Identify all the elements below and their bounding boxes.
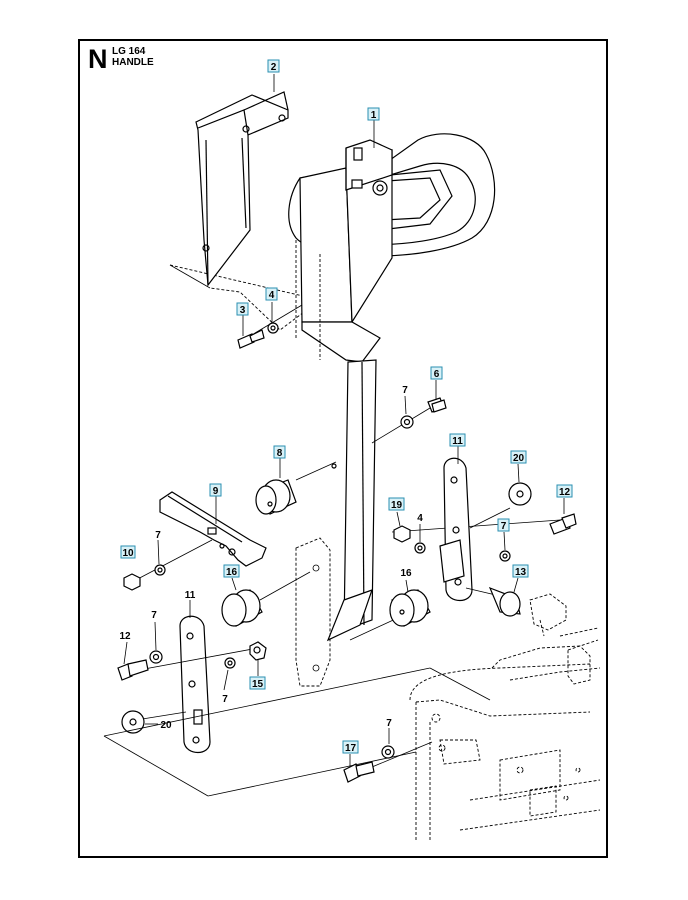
svg-text:16: 16 [226, 567, 238, 578]
callout-6: 6 [430, 366, 443, 380]
callout-2: 2 [267, 59, 280, 73]
callout-13: 13 [512, 564, 529, 578]
tractor-frame [409, 593, 601, 840]
svg-text:20: 20 [513, 453, 525, 464]
svg-text:12: 12 [119, 631, 131, 642]
svg-text:11: 11 [185, 590, 196, 601]
svg-text:7: 7 [222, 694, 228, 705]
svg-text:19: 19 [391, 500, 403, 511]
svg-text:10: 10 [122, 548, 134, 559]
callout-19: 19 [388, 497, 405, 511]
callout-7-d: 7 [151, 610, 157, 621]
callout-labels: 1 2 3 4 6 7 8 9 7 10 16 11 20 12 19 4 7 … [119, 59, 573, 754]
svg-text:4: 4 [417, 513, 423, 524]
svg-text:4: 4 [269, 290, 275, 301]
callout-7-e: 7 [222, 694, 228, 705]
lower-mount-plate [295, 537, 331, 687]
svg-text:16: 16 [400, 568, 412, 579]
drawing-frame [78, 39, 608, 858]
callout-12-b: 12 [119, 631, 131, 642]
svg-text:20: 20 [160, 720, 172, 731]
svg-text:15: 15 [252, 679, 264, 690]
part-1-handle [288, 133, 496, 642]
svg-text:3: 3 [240, 305, 246, 316]
callout-17: 17 [342, 740, 359, 754]
callout-7-f: 7 [386, 718, 392, 729]
part-8-bushing [255, 461, 337, 515]
model-label: LG 164 [112, 46, 146, 57]
callout-7-b: 7 [155, 530, 161, 541]
callout-leaders [123, 74, 565, 766]
part-9-lever [159, 491, 267, 567]
callout-12-a: 12 [556, 484, 573, 498]
part-11-plate-right [391, 457, 577, 617]
svg-text:13: 13 [515, 567, 527, 578]
callout-8: 8 [273, 445, 286, 459]
callout-15: 15 [249, 676, 266, 690]
svg-text:9: 9 [213, 486, 219, 497]
ground-plane [103, 667, 491, 797]
callout-9: 9 [209, 483, 222, 497]
svg-text:7: 7 [402, 385, 408, 396]
svg-text:7: 7 [501, 521, 507, 532]
part-6-7-bolt-washer [371, 397, 447, 444]
part-17-7-bolt-washer [343, 741, 433, 783]
assembly-name: HANDLE [112, 57, 154, 68]
svg-text:6: 6 [434, 369, 440, 380]
callout-1: 1 [367, 107, 380, 121]
section-letter: N [88, 44, 108, 74]
callout-7-c: 7 [497, 518, 510, 532]
callout-4-b: 4 [417, 513, 423, 524]
callout-10: 10 [120, 545, 136, 559]
svg-text:7: 7 [155, 530, 161, 541]
callout-11-a: 11 [449, 433, 466, 447]
svg-text:1: 1 [371, 110, 377, 121]
svg-text:2: 2 [271, 62, 277, 73]
svg-text:12: 12 [559, 487, 571, 498]
svg-text:7: 7 [151, 610, 157, 621]
callout-7-a: 7 [402, 385, 408, 396]
svg-text:17: 17 [345, 743, 357, 754]
part-16-bushing-left [221, 571, 311, 627]
part-10-7-nut-washer [123, 539, 213, 591]
callout-11-b: 11 [185, 590, 196, 601]
part-16-bushing-right [349, 589, 431, 641]
svg-text:8: 8 [277, 448, 283, 459]
callout-16-b: 16 [400, 568, 412, 579]
callout-4: 4 [265, 287, 278, 301]
svg-text:11: 11 [452, 436, 463, 447]
part-11-plate-left [117, 615, 267, 754]
callout-20-b: 20 [160, 720, 172, 731]
svg-text:7: 7 [386, 718, 392, 729]
part-3-4-screw-washer [237, 304, 303, 349]
callout-3: 3 [236, 302, 249, 316]
callout-16-a: 16 [223, 564, 240, 578]
callout-20-a: 20 [510, 450, 527, 464]
